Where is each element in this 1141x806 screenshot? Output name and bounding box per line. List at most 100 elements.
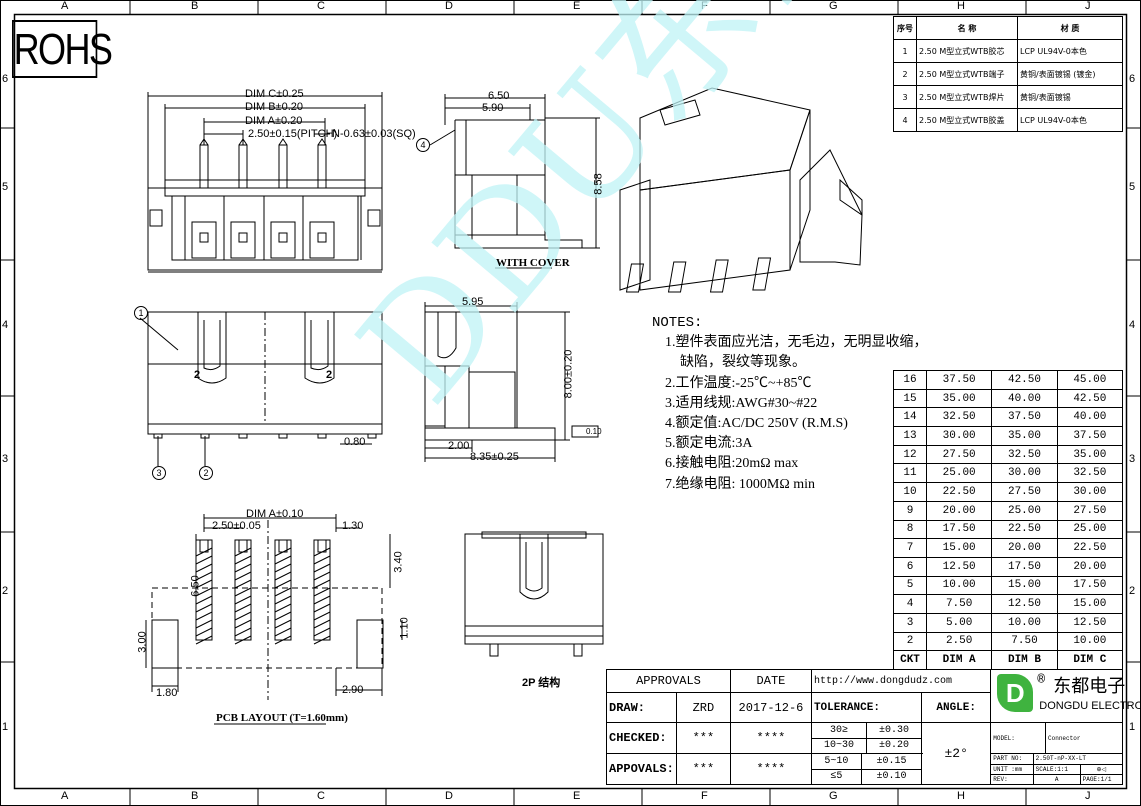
front-dim-c: DIM C±0.25 bbox=[245, 88, 304, 100]
note-line: 3.适用线规:AWG#30~#22 bbox=[665, 395, 818, 411]
checked-label: CHECKED: bbox=[606, 722, 677, 754]
grid-col-label: J bbox=[1085, 0, 1091, 12]
grid-col-label: A bbox=[61, 0, 69, 12]
grid-col-label: J bbox=[1085, 790, 1091, 802]
balloon-3: 3 bbox=[152, 466, 166, 480]
front-dim-b: DIM B±0.20 bbox=[245, 101, 304, 113]
pcb-caption: PCB LAYOUT (T=1.60mm) bbox=[216, 712, 348, 724]
grid-row-label: 6 bbox=[2, 73, 9, 85]
pcb-dim-a: DIM A±0.10 bbox=[246, 508, 304, 520]
grid-col-label: F bbox=[701, 790, 708, 802]
company-logo-icon: D bbox=[997, 674, 1034, 712]
company-url: http://www.dongdudz.com bbox=[810, 669, 992, 693]
grid-col-label: C bbox=[317, 0, 325, 12]
approvals-header: APPROVALS bbox=[606, 669, 731, 693]
note-line: 5.额定电流:3A bbox=[665, 436, 753, 452]
appovals-label: APPOVALS: bbox=[606, 753, 677, 785]
note-line: 6.接触电阻:20mΩ max bbox=[665, 456, 799, 472]
front-dim-a: DIM A±0.20 bbox=[245, 115, 303, 127]
approver: *** bbox=[675, 753, 731, 785]
materials-header: 序号 名 称 材 质 bbox=[893, 16, 1123, 40]
pcb-layout-view bbox=[145, 514, 403, 725]
grid-row-label: 4 bbox=[2, 319, 9, 331]
grid-col-label: B bbox=[191, 790, 199, 802]
grid-row-label: 3 bbox=[2, 453, 9, 465]
grid-col-label: B bbox=[191, 0, 199, 12]
grid-row-label: 4 bbox=[1129, 319, 1136, 331]
section-height: 8.00±0.20 bbox=[562, 349, 575, 399]
cover-height: 8.58 bbox=[592, 173, 605, 195]
checker: *** bbox=[675, 722, 731, 754]
notes-title: NOTES: bbox=[652, 315, 703, 331]
angle-label: ANGLE: bbox=[921, 692, 992, 723]
table-row: 1 2.50 M型立式WTB胶芯 LCP UL94V-0本色 bbox=[893, 39, 1123, 63]
check-date: **** bbox=[729, 722, 812, 754]
approve-date: **** bbox=[729, 753, 812, 785]
balloon-2: 2 bbox=[199, 466, 213, 480]
grid-col-label: F bbox=[701, 0, 708, 12]
grid-row-label: 5 bbox=[2, 181, 9, 193]
pcb-d130: 1.30 bbox=[342, 520, 364, 532]
materials-table: 序号 名 称 材 质 1 2.50 M型立式WTB胶芯 LCP UL94V-0本… bbox=[893, 16, 1123, 132]
table-row: 4 2.50 M型立式WTB胶盖 LCP UL94V-0本色 bbox=[893, 108, 1123, 132]
note-line: 7.绝缘电阻: 1000MΩ min bbox=[665, 476, 816, 492]
draw-date: 2017-12-6 bbox=[729, 692, 812, 723]
table-row: 2 2.50 M型立式WTB端子 黄铜/表面镀锡 (镀金) bbox=[893, 62, 1123, 86]
with-cover-caption: WITH COVER bbox=[496, 257, 570, 269]
pcb-pitch: 2.50±0.05 bbox=[212, 520, 261, 532]
grid-col-label: H bbox=[957, 0, 965, 12]
note-line: 2.工作温度:-25℃~+85℃ bbox=[665, 375, 812, 391]
top-mark-left: 2 bbox=[194, 369, 201, 381]
section-view bbox=[424, 302, 599, 462]
grid-col-label: E bbox=[573, 0, 581, 12]
company-logo-cell: D ® 东都电子 DONGDU ELECTRONICS bbox=[990, 669, 1141, 723]
grid-row-label: 2 bbox=[1129, 585, 1136, 597]
grid-col-label: E bbox=[573, 790, 581, 802]
title-block: APPROVALS DATE http://www.dongdudz.com D… bbox=[606, 669, 1141, 785]
side-cover-view bbox=[429, 94, 600, 269]
grid-row-label: 1 bbox=[1129, 721, 1136, 733]
grid-row-label: 5 bbox=[1129, 181, 1136, 193]
section-flatness: 0.10 bbox=[586, 427, 602, 436]
balloon-4: 4 bbox=[416, 138, 430, 152]
grid-col-label: G bbox=[829, 790, 838, 802]
table-row: 3 2.50 M型立式WTB焊片 黄铜/表面镀锡 bbox=[893, 85, 1123, 109]
top-mark-right: 2 bbox=[326, 369, 333, 381]
grid-col-label: H bbox=[957, 790, 965, 802]
rohs-mark: ROHS bbox=[12, 20, 113, 78]
grid-col-label: D bbox=[445, 790, 453, 802]
draw-label: DRAW: bbox=[606, 692, 677, 723]
note-line: 1.塑件表面应光洁，无毛边，无明显收缩， bbox=[665, 335, 928, 351]
pcb-d180: 1.80 bbox=[156, 687, 178, 699]
date-header: DATE bbox=[729, 669, 812, 693]
grid-row-label: 6 bbox=[1129, 73, 1136, 85]
grid-row-label: 2 bbox=[2, 585, 9, 597]
two-pin-caption: 2P 结构 bbox=[522, 677, 561, 689]
front-pitch: 2.50±0.15(PITCH) bbox=[248, 128, 338, 140]
registered-mark: ® bbox=[1037, 672, 1046, 687]
grid-col-label: D bbox=[445, 0, 453, 12]
note-line: 缺陷，裂纹等现象。 bbox=[680, 355, 806, 371]
pcb-d290: 2.90 bbox=[342, 684, 364, 696]
front-view bbox=[147, 92, 383, 273]
projection-symbol-icon: ⊕◁ bbox=[1080, 764, 1122, 775]
note-line: 4.额定值:AC/DC 250V (R.M.S) bbox=[665, 416, 848, 432]
top-view bbox=[139, 311, 383, 466]
section-d1: 2.00 bbox=[448, 440, 470, 452]
